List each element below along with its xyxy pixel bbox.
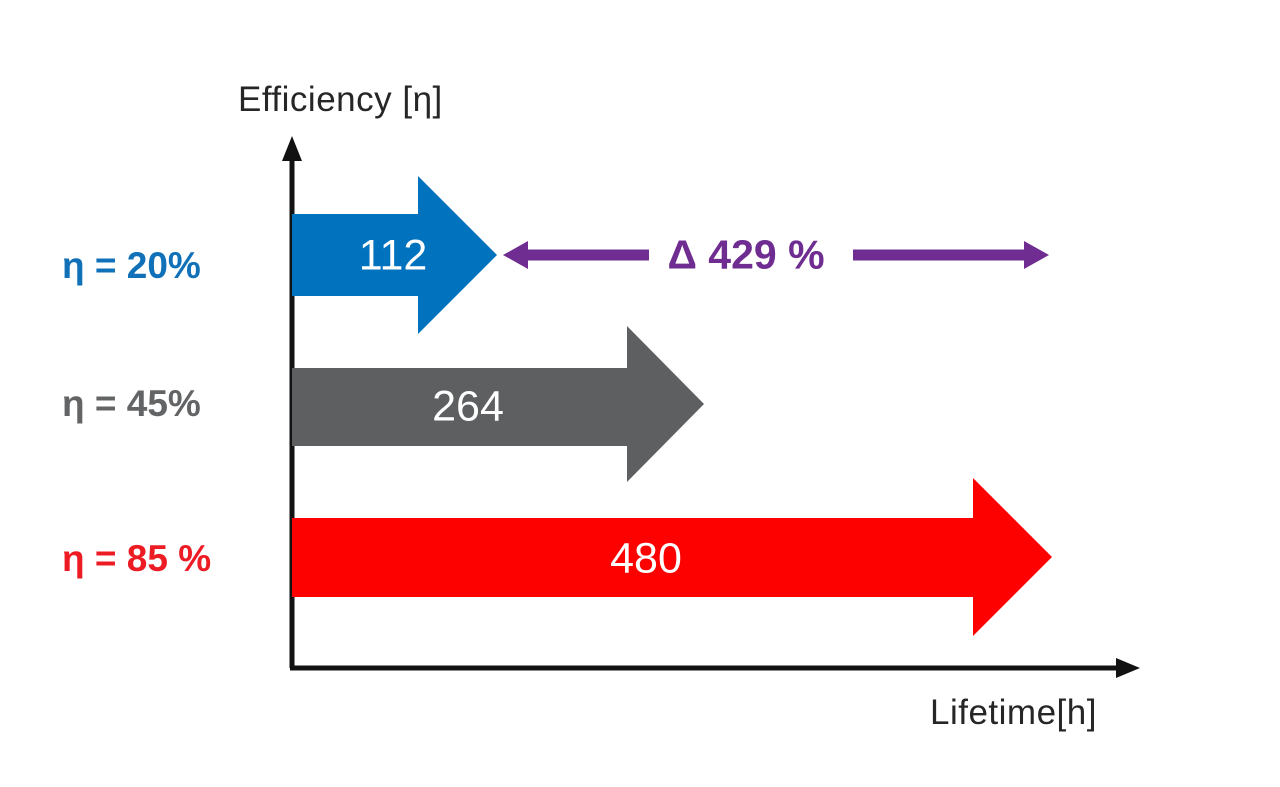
bar-value-eta-85: 480 xyxy=(610,534,682,583)
y-axis-arrowhead-icon xyxy=(282,136,302,161)
bar-value-eta-45: 264 xyxy=(432,382,504,431)
bar-arrow-eta-45 xyxy=(292,326,704,482)
delta-left-arrowhead-icon xyxy=(503,241,528,269)
row-label-eta-20: η = 20% xyxy=(62,245,201,286)
bar-value-eta-20: 112 xyxy=(358,231,428,280)
y-axis-label: Efficiency [η] xyxy=(238,80,443,119)
x-axis-arrowhead-icon xyxy=(1116,658,1140,678)
delta-right-arrowhead-icon xyxy=(1024,241,1049,269)
delta-label: Δ 429 % xyxy=(667,231,825,278)
row-label-eta-45: η = 45% xyxy=(62,383,201,424)
bar-arrow-eta-85 xyxy=(292,478,1052,636)
delta-double-arrow xyxy=(503,241,1049,269)
bar-arrow-eta-20 xyxy=(292,176,497,334)
x-axis-label: Lifetime[h] xyxy=(930,693,1097,732)
row-label-eta-85: η = 85 % xyxy=(62,538,212,579)
